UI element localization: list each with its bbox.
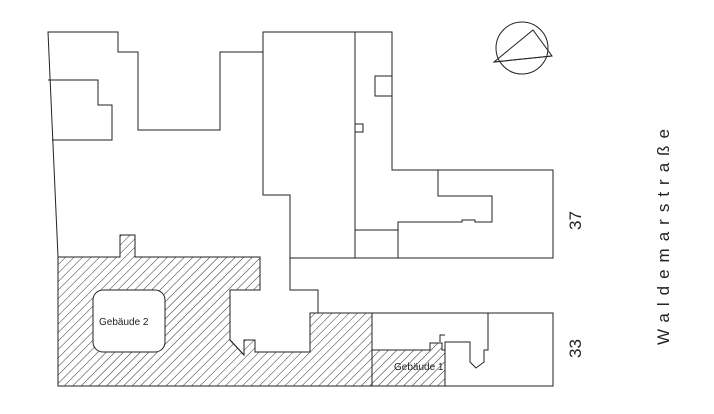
house-number-37: 37 [566,211,585,230]
building-2-footprint [92,289,166,353]
house-number-33: 33 [566,339,585,358]
building-2-label: Gebäude 2 [99,317,149,328]
building-1-label: Gebäude 1 [394,362,444,373]
parcel-outlines [47,31,554,387]
street-name-label: Waldemarstraße [654,122,673,345]
compass-north-arrow-icon [492,21,553,75]
